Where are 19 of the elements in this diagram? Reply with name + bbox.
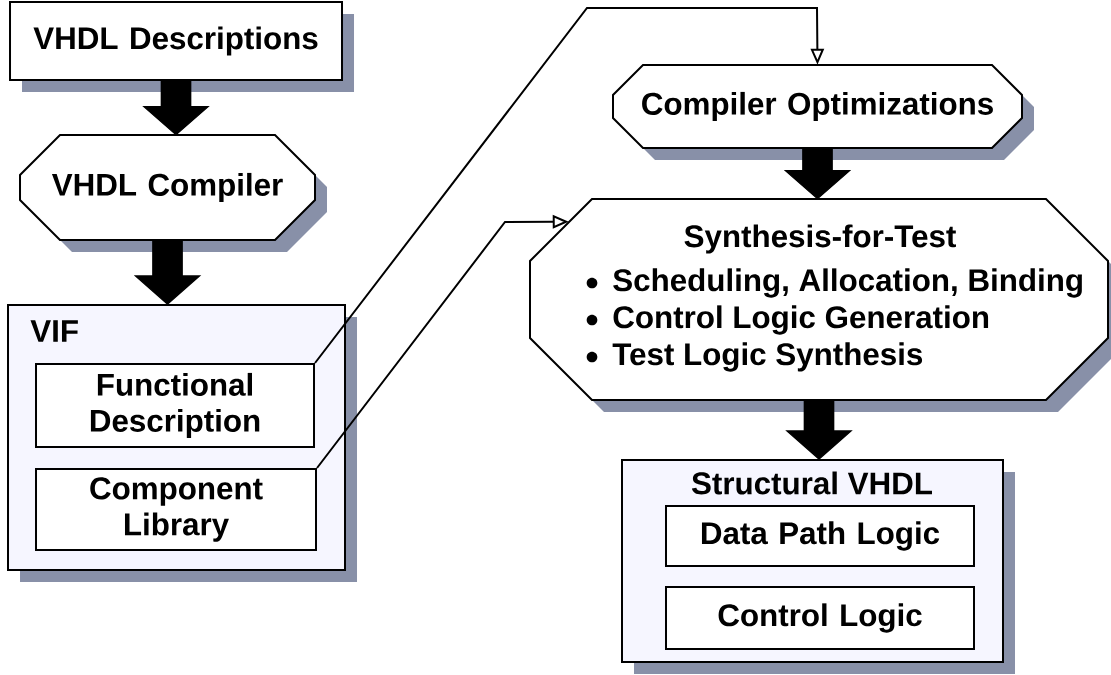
bullet-item: Control Logic Generation (613, 305, 989, 335)
process-box: Data Path Logic (665, 505, 975, 567)
process-octagon: VHDL Compiler (19, 134, 327, 252)
block-arrow (142, 80, 210, 136)
process-box: Functional Description (35, 363, 315, 448)
connector-arrow (314, 7, 825, 364)
process-octagon (529, 198, 1111, 412)
heading: VIF (30, 320, 78, 342)
heading: Synthesis-for-Test (684, 224, 956, 254)
process-octagon: Compiler Optimizations (612, 64, 1034, 160)
process-box: VHDL Descriptions (9, 1, 354, 92)
process-box: Control Logic (665, 586, 975, 650)
block-arrow (133, 239, 202, 305)
bullet-item: Test Logic Synthesis (612, 342, 923, 372)
block-arrow (785, 399, 853, 460)
process-box: Component Library (35, 468, 317, 551)
bullet-item: Scheduling, Allocation, Binding (613, 268, 1082, 298)
heading: Structural VHDL (691, 471, 932, 495)
block-arrow (783, 147, 852, 200)
